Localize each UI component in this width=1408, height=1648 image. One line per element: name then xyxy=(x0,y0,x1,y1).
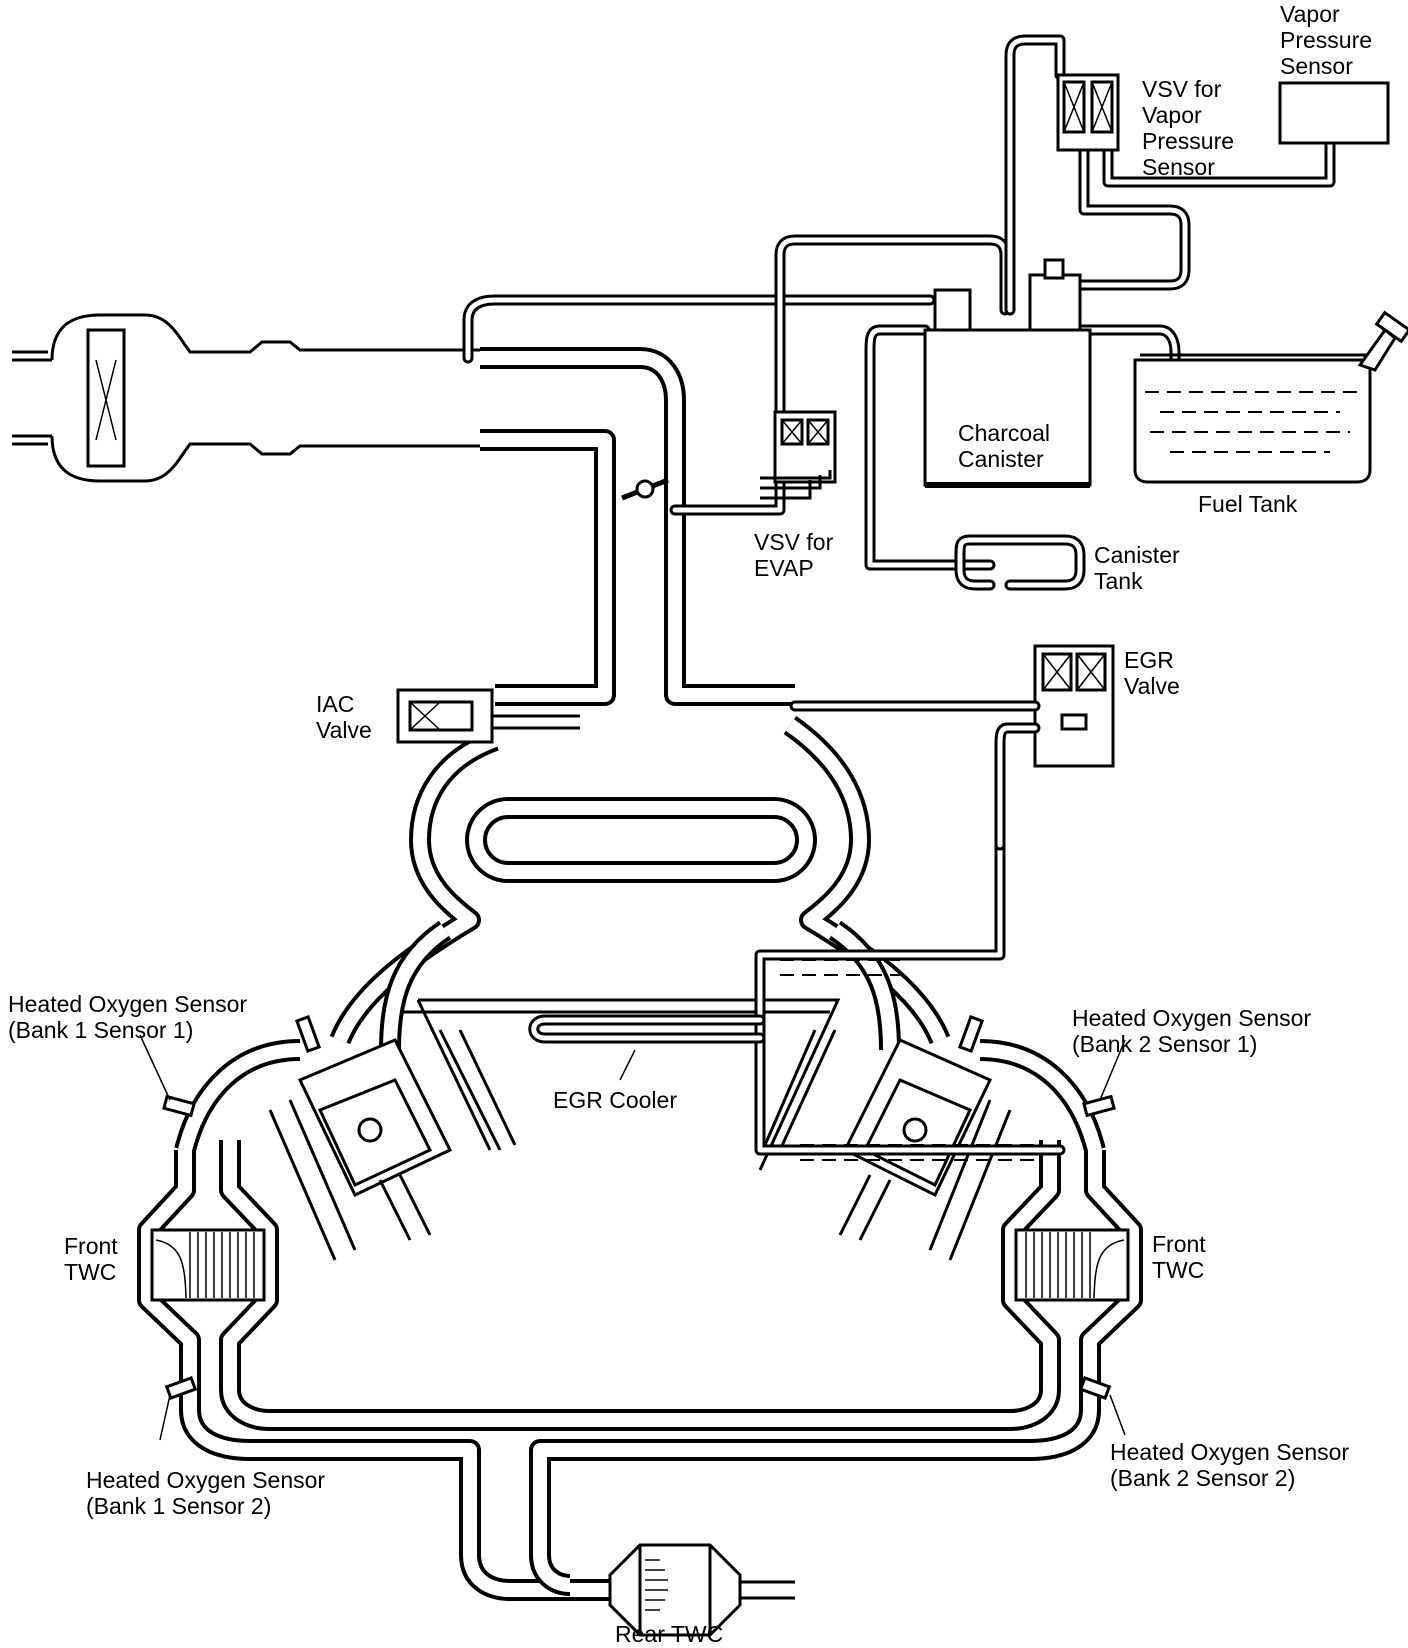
fuel-tank xyxy=(1133,310,1408,484)
ho2s-b2s2-sensor xyxy=(1078,1375,1112,1401)
label-rear-twc: Rear TWC xyxy=(615,1621,723,1647)
rear-twc-converter xyxy=(608,1543,795,1637)
left-cylinder-piston xyxy=(268,1029,517,1261)
right-cylinder-piston xyxy=(763,1029,1012,1261)
vsv-evap xyxy=(760,410,837,500)
throttle-valve xyxy=(621,477,669,501)
right-exhaust-pipe xyxy=(505,1140,1143,1596)
label-charcoal-canister: Charcoal Canister xyxy=(958,420,1056,472)
vsv-vapor-pressure-sensor xyxy=(1056,73,1120,152)
intake-manifold xyxy=(329,347,951,1051)
label-ho2s-b1s2: Heated Oxygen Sensor (Bank 1 Sensor 2) xyxy=(86,1467,331,1519)
vapor-pressure-sensor xyxy=(1278,81,1390,145)
label-vsv-vapor-pressure-sensor: VSV for Vapor Pressure Sensor xyxy=(1142,76,1240,180)
ho2s-right-upper-sensor xyxy=(1082,1094,1116,1118)
air-intake-duct xyxy=(12,313,480,483)
label-egr-valve: EGR Valve xyxy=(1124,647,1180,699)
label-ho2s-b1s1: Heated Oxygen Sensor (Bank 1 Sensor 1) xyxy=(8,991,253,1043)
ho2s-b1s2-sensor xyxy=(164,1375,198,1401)
label-vapor-pressure-sensor: Vapor Pressure Sensor xyxy=(1280,1,1378,79)
egr-valve xyxy=(789,644,1115,851)
iac-valve xyxy=(396,688,580,744)
label-vsv-evap: VSV for EVAP xyxy=(754,529,840,581)
label-ho2s-b2s1: Heated Oxygen Sensor (Bank 2 Sensor 1) xyxy=(1072,1005,1317,1057)
left-exhaust-pipe xyxy=(137,1140,610,1601)
front-twc-left-converter xyxy=(150,1228,266,1302)
charcoal-canister xyxy=(923,258,1092,488)
ho2s-b2s1-sensor xyxy=(957,1014,985,1054)
air-filter-element xyxy=(86,328,126,468)
label-iac-valve: IAC Valve xyxy=(316,691,372,743)
label-front-twc-left: Front TWC xyxy=(64,1233,124,1285)
label-canister-tank: Canister Tank xyxy=(1094,542,1186,594)
egr-cooler xyxy=(528,839,1066,1161)
label-egr-cooler: EGR Cooler xyxy=(553,1087,677,1113)
ho2s-left-upper-sensor xyxy=(162,1094,196,1118)
evap-hoses xyxy=(462,34,1336,591)
label-ho2s-b2s2: Heated Oxygen Sensor (Bank 2 Sensor 2) xyxy=(1110,1439,1355,1491)
label-fuel-tank: Fuel Tank xyxy=(1198,491,1298,517)
label-front-twc-right: Front TWC xyxy=(1152,1231,1212,1283)
front-twc-right-converter xyxy=(1014,1228,1130,1302)
ho2s-b1s1-sensor xyxy=(294,1014,322,1054)
